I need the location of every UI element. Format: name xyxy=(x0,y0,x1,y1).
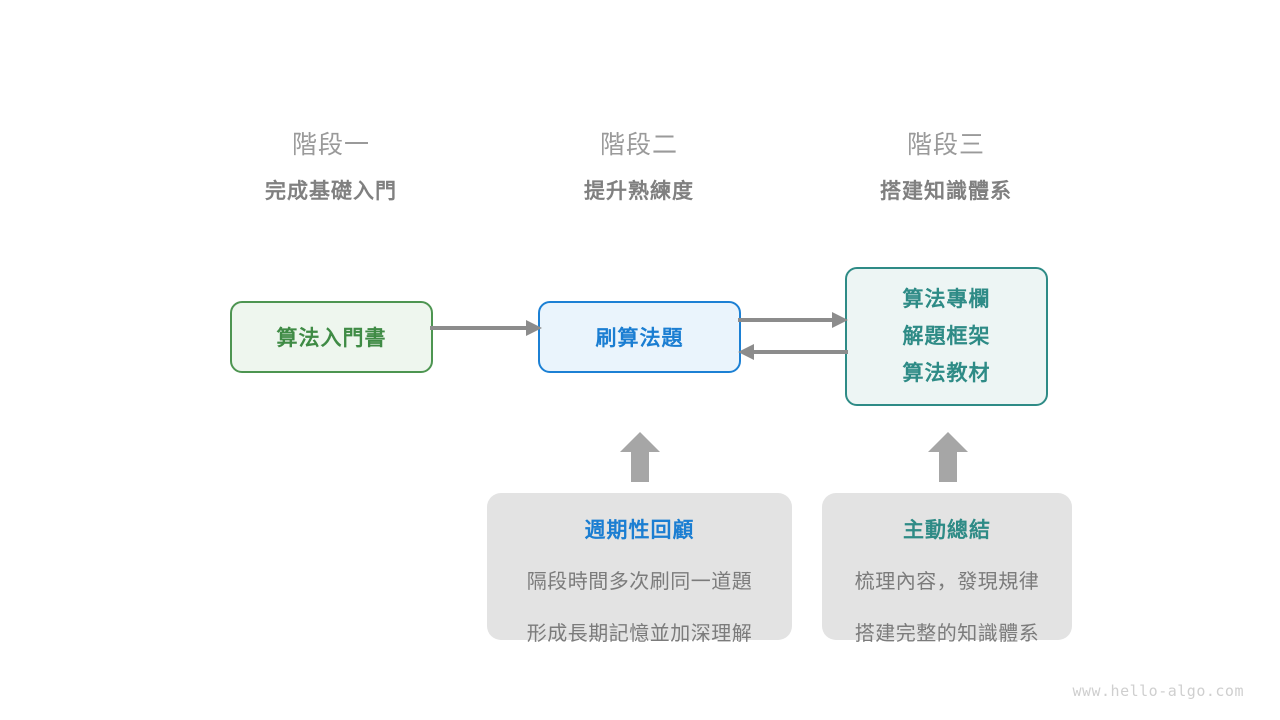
node-label-line-2: 解題框架 xyxy=(902,325,991,348)
method-card-active-summary: 主動總結 梳理內容，發現規律 搭建完整的知識體系 xyxy=(822,493,1072,645)
stage-title-label: 提升熟練度 xyxy=(584,180,694,203)
method-body-line-1: 梳理內容，發現規律 xyxy=(854,571,1040,593)
arrow-book-to-practice-icon xyxy=(430,320,542,336)
node-label-line-1: 算法專欄 xyxy=(902,288,991,311)
stage-index-label: 階段二 xyxy=(599,131,678,159)
arrow-summary-to-knowledge-icon xyxy=(928,432,968,482)
method-body-line-1: 隔段時間多次刷同一道題 xyxy=(526,571,753,593)
watermark-url: www.hello-algo.com xyxy=(1072,682,1244,700)
method-title: 週期性回顧 xyxy=(584,519,695,542)
arrow-review-to-practice-icon xyxy=(620,432,660,482)
stage-index-label: 階段一 xyxy=(291,131,370,159)
method-body-line-2: 形成長期記憶並加深理解 xyxy=(526,623,753,645)
stage-title-label: 完成基礎入門 xyxy=(265,180,397,203)
stage-index-label: 階段三 xyxy=(906,131,985,159)
stage-header-1: 階段一 完成基礎入門 xyxy=(201,128,461,207)
node-knowledge-resources: 算法專欄 解題框架 算法教材 xyxy=(845,267,1048,406)
method-card-periodic-review: 週期性回顧 隔段時間多次刷同一道題 形成長期記憶並加深理解 xyxy=(487,493,792,645)
node-label-line-3: 算法教材 xyxy=(902,362,991,385)
arrow-practice-knowledge-bidirectional-icon xyxy=(738,312,848,360)
method-body-line-2: 搭建完整的知識體系 xyxy=(854,623,1040,645)
node-practice-problems: 刷算法題 xyxy=(538,301,741,373)
node-label: 算法入門書 xyxy=(276,327,387,350)
stage-header-3: 階段三 搭建知識體系 xyxy=(816,128,1076,207)
method-title: 主動總結 xyxy=(903,519,991,542)
stage-title-label: 搭建知識體系 xyxy=(880,180,1012,203)
stage-header-2: 階段二 提升熟練度 xyxy=(509,128,769,207)
node-intro-book: 算法入門書 xyxy=(230,301,433,373)
node-label: 刷算法題 xyxy=(595,327,684,350)
